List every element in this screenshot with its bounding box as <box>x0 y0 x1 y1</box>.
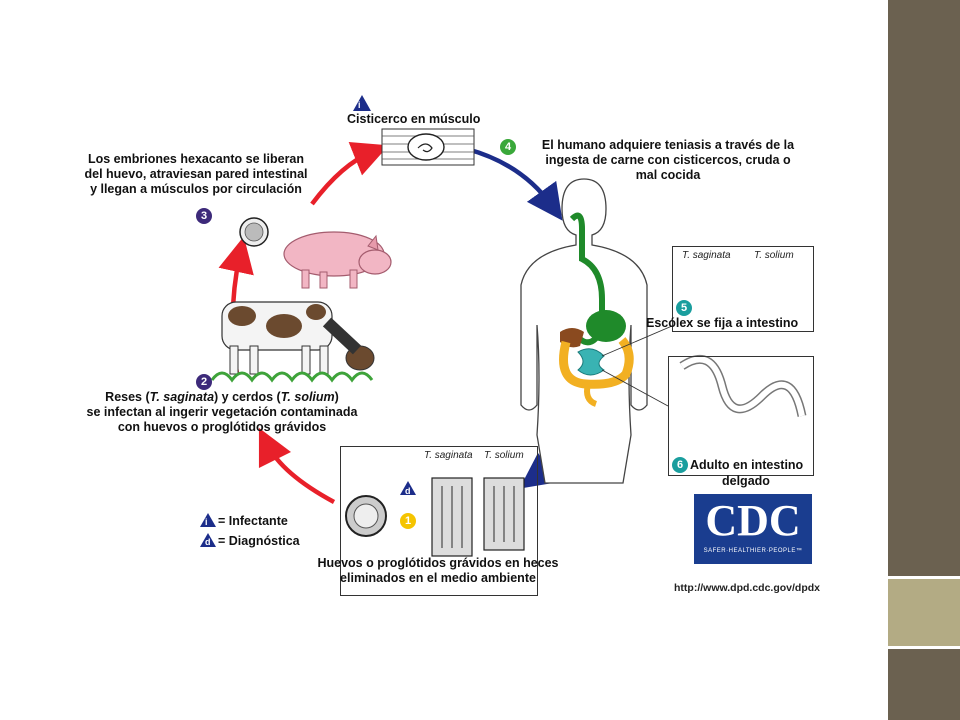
stage-2-label: Reses (T. saginata) y cerdos (T. solium)… <box>86 390 358 434</box>
scolex-species-solium: T. solium <box>754 250 794 261</box>
arrow-red-bottom <box>258 427 336 504</box>
pig-drawing <box>283 231 392 289</box>
step-4-badge: 4 <box>500 139 516 155</box>
stage-1-box <box>340 446 538 596</box>
proglottid-species-solium: T. solium <box>484 450 524 461</box>
infective-stage-triangle <box>353 95 371 111</box>
cdc-tagline: SAFER·HEALTHIER·PEOPLE™ <box>703 548 803 554</box>
life-cycle-diagram: i Cisticerco en músculo 4 El humano adqu… <box>72 94 820 598</box>
egg-proglottid-drawings <box>345 477 525 557</box>
triangle-letter-d: d <box>405 486 411 496</box>
side-panel-top <box>888 0 960 578</box>
legend-infective-triangle <box>200 513 216 527</box>
adult-box <box>668 356 814 476</box>
scolex-connector <box>601 325 673 357</box>
cysticercus-muscle-drawing <box>381 128 475 166</box>
diagnostic-stage-triangle <box>400 481 416 495</box>
human-body-drawing <box>520 178 648 484</box>
triangle-letter-i: i <box>358 100 361 110</box>
step-6-badge: 6 <box>672 457 688 473</box>
stage-5-label: Escólex se fija a intestino <box>646 316 799 330</box>
step-2-badge: 2 <box>196 374 212 390</box>
stage-i-label: Cisticerco en músculo <box>347 112 481 126</box>
side-divider-1 <box>888 576 960 579</box>
stage-6-label-b: delgado <box>722 474 770 488</box>
hexacanth-embryo-drawing <box>239 217 269 247</box>
arrow-red-top <box>310 141 389 206</box>
scolex-species-saginata: T. saginata <box>682 250 731 261</box>
cdc-logo-text: CDC <box>705 496 801 545</box>
step-3-badge: 3 <box>196 208 212 224</box>
stage-3-label: Los embriones hexacanto se liberan del h… <box>84 152 308 196</box>
stage-6-label-a: Adulto en intestino <box>690 458 804 472</box>
stage-4-label: El humano adquiere teniasis a través de … <box>541 138 795 182</box>
step-5-badge: 5 <box>676 300 692 316</box>
side-divider-2 <box>888 646 960 649</box>
legend-letter-i: i <box>205 517 208 527</box>
slide-background <box>0 0 888 720</box>
legend-diagnostic: = Diagnóstica <box>218 534 300 548</box>
scolex-box <box>672 246 814 332</box>
legend-infective: = Infectante <box>218 514 288 528</box>
proglottid-species-saginata: T. saginata <box>424 450 473 461</box>
stage-1-label: Huevos o proglótidos grávidos en heces e… <box>317 556 559 585</box>
side-panel-bottom <box>888 648 960 720</box>
cow-drawing <box>210 301 375 383</box>
cdc-url[interactable]: http://www.dpd.cdc.gov/dpdx <box>674 582 821 594</box>
cdc-logo: CDC SAFER·HEALTHIER·PEOPLE™ <box>694 494 812 564</box>
side-panel-accent <box>888 578 960 648</box>
legend-letter-d: d <box>205 537 211 547</box>
legend-diagnostic-triangle <box>200 533 216 547</box>
arrow-blue-top <box>466 146 563 221</box>
adult-connector <box>601 369 669 407</box>
step-1-badge: 1 <box>400 513 416 529</box>
